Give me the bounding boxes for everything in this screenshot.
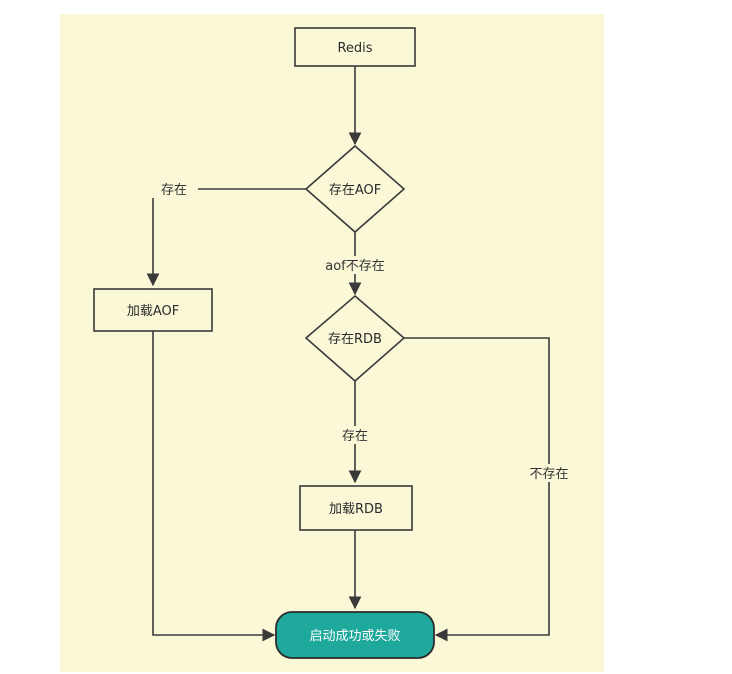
edge-label-rdb-exists: 存在 [342,429,368,444]
node-load-rdb: 加载RDB [299,485,413,531]
decision-aof-exists-label: 存在AOF [329,183,381,198]
edge-rdb-missing-to-result [404,337,550,642]
node-redis-label: Redis [337,41,372,56]
decision-rdb-exists-label: 存在RDB [328,332,382,347]
edge-load-aof-to-result [152,331,276,642]
edge-aof-exists-to-load-aof [146,188,306,287]
node-load-rdb-label: 加载RDB [329,502,383,517]
edge-label-rdb-missing: 不存在 [529,467,568,482]
terminal-result-label: 启动成功或失败 [309,629,400,644]
node-load-aof-label: 加载AOF [127,304,179,319]
decision-rdb-exists: 存在RDB [304,294,406,383]
node-load-aof: 加载AOF [93,288,213,332]
edge-label-aof-missing: aof不存在 [325,259,385,274]
decision-aof-exists: 存在AOF [304,144,406,234]
edge-label-aof-exists: 存在 [161,183,187,198]
node-redis: Redis [294,27,416,67]
terminal-result: 启动成功或失败 [275,611,435,659]
